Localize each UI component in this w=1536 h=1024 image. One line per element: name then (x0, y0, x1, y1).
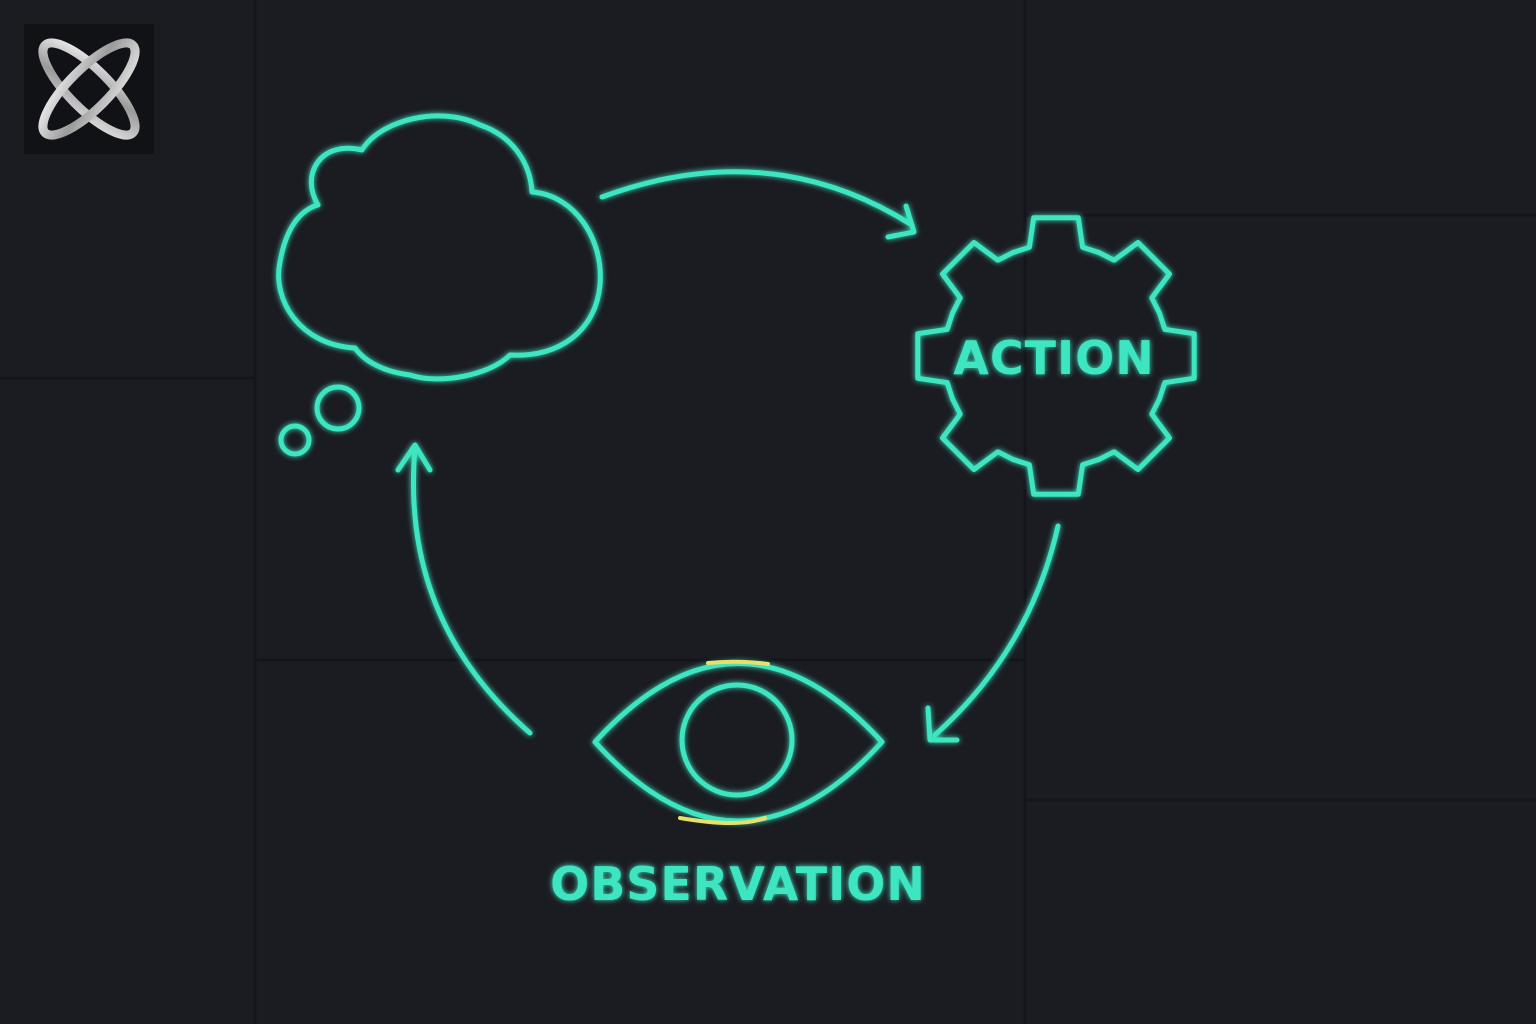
x-orbit-logo-icon (38, 38, 140, 140)
arrow-observation-to-thought (395, 442, 533, 736)
arrow-thought-to-action (599, 169, 917, 240)
arrow-action-to-observation (925, 523, 1061, 743)
eye-highlight (678, 659, 770, 825)
observation-label: OBSERVATION (550, 857, 926, 911)
gear-icon (915, 215, 1197, 497)
action-label: ACTION (953, 331, 1154, 385)
logo (24, 24, 154, 154)
thought-cloud-icon (276, 113, 603, 457)
eye-icon (592, 661, 885, 824)
